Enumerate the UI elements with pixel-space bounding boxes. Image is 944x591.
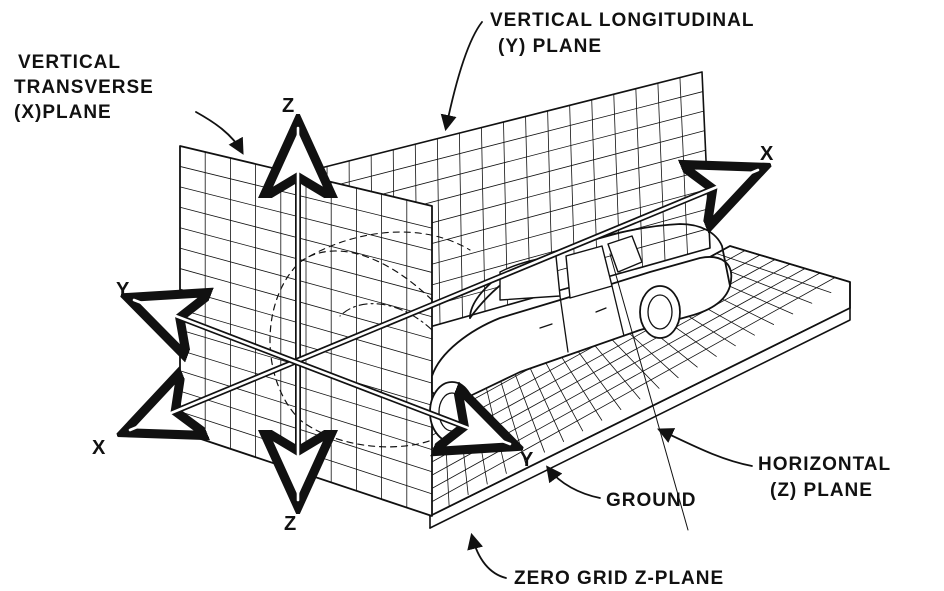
label-vertical-longitudinal-1: VERTICAL LONGITUDINAL xyxy=(490,10,754,31)
coordinate-axes xyxy=(130,128,758,500)
label-vertical-transverse-3: (X)PLANE xyxy=(14,102,112,123)
label-vertical-longitudinal-2: (Y) PLANE xyxy=(498,36,602,57)
axis-label-y-right: Y xyxy=(520,449,534,471)
labels: VERTICAL TRANSVERSE (X)PLANE VERTICAL LO… xyxy=(14,10,891,589)
label-zero-grid: ZERO GRID Z-PLANE xyxy=(514,568,724,589)
label-horizontal-1: HORIZONTAL xyxy=(758,454,891,475)
label-vertical-transverse-1: VERTICAL xyxy=(18,52,121,73)
label-vertical-transverse-2: TRANSVERSE xyxy=(14,77,154,98)
zero-grid-z-plane xyxy=(429,307,851,529)
axis-label-z-bottom: Z xyxy=(284,513,297,535)
label-ground: GROUND xyxy=(606,490,696,511)
axis-label-x-right: X xyxy=(760,143,774,165)
reference-line xyxy=(609,253,689,531)
axis-label-x-left: X xyxy=(92,437,106,459)
label-horizontal-2: (Z) PLANE xyxy=(770,480,873,501)
leader-lines xyxy=(195,21,753,579)
axis-label-z-top: Z xyxy=(282,95,295,117)
axis-label-y-left: Y xyxy=(116,279,130,301)
